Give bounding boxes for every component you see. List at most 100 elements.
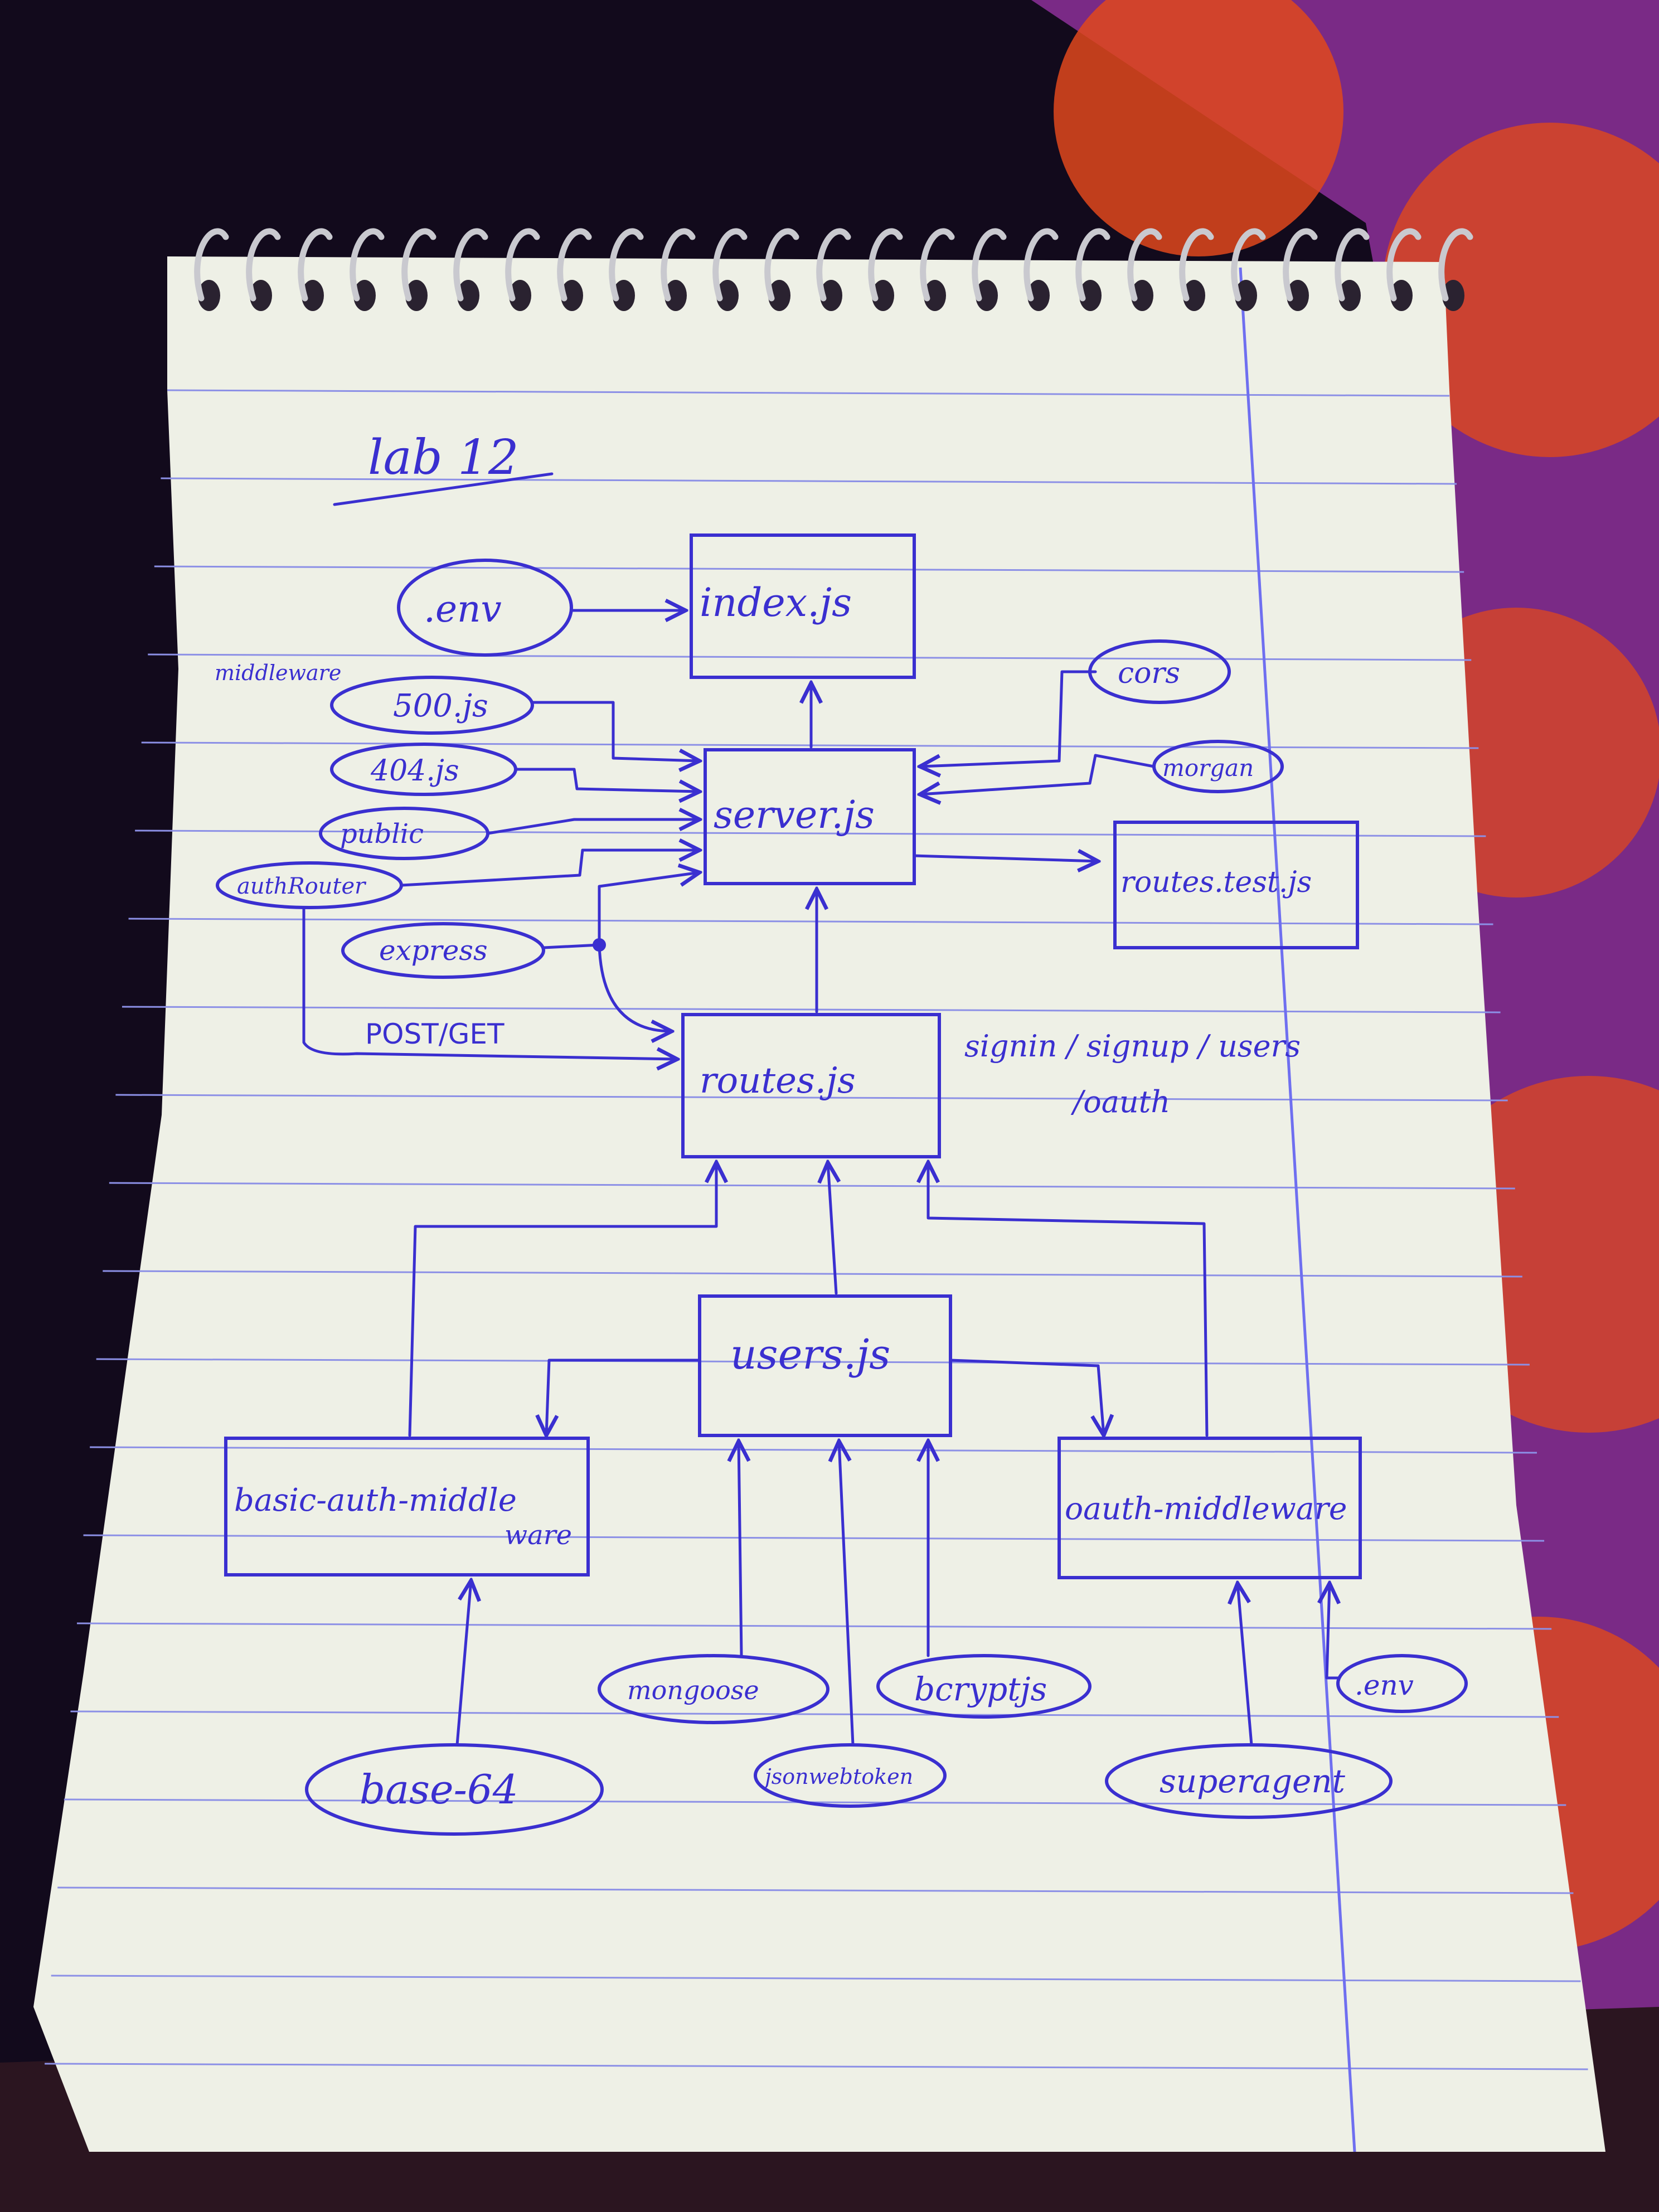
cors-oval: cors [1088, 639, 1231, 704]
spiral-ring [1127, 228, 1162, 302]
index-js-box: index.js [690, 533, 916, 679]
post-get-label: POST/GET [365, 1018, 505, 1050]
binding-hole [1287, 280, 1309, 311]
binding-hole [716, 280, 739, 311]
routes-endpoints-line-2: /oauth [1070, 1084, 1170, 1119]
morgan-label: morgan [1162, 754, 1254, 782]
spiral-ring [1075, 228, 1110, 302]
basic-auth-label-1: basic-auth-middle [234, 1482, 517, 1519]
binding-hole [1390, 280, 1413, 311]
mongoose-oval: mongoose [598, 1654, 830, 1724]
env-bottom-label: .env [1355, 1669, 1414, 1701]
basic-auth-label-2: ware [505, 1520, 572, 1551]
server-js-box: server.js [704, 748, 916, 885]
routes-js-label: routes.js [700, 1060, 856, 1102]
base64-label: base-64 [360, 1766, 518, 1813]
spiral-ring [1283, 228, 1318, 302]
spiral-ring [453, 228, 488, 302]
binding-hole [1131, 280, 1153, 311]
title-underline [333, 472, 554, 506]
ruled-lines [45, 389, 1588, 2070]
ruled-line [83, 1534, 1545, 1542]
routes-test-js-label: routes.test.js [1120, 866, 1312, 899]
ruled-line [109, 1182, 1515, 1190]
margin-line [1239, 267, 1356, 2152]
jsonwebtoken-oval: jsonwebtoken [754, 1743, 947, 1808]
ruled-line [45, 2063, 1588, 2070]
ruled-line [154, 565, 1464, 573]
spiral-ring [1438, 228, 1473, 302]
bcryptjs-oval: bcryptjs [876, 1654, 1092, 1719]
routes-endpoints-line-1: signin / signup / users [964, 1029, 1301, 1064]
file-500-oval: 500.js [330, 676, 534, 735]
binding-hole [664, 280, 687, 311]
ruled-line [51, 1975, 1581, 1982]
binding-hole [1027, 280, 1050, 311]
binding-hole [613, 280, 635, 311]
superagent-label: superagent [1160, 1762, 1346, 1800]
spiral-ring [401, 228, 436, 302]
spiral-ring [1231, 228, 1266, 302]
binding-hole [457, 280, 479, 311]
spiral-ring [298, 228, 333, 302]
ruled-line [103, 1270, 1522, 1278]
superagent-oval: superagent [1105, 1743, 1393, 1819]
connectors [302, 610, 1338, 1747]
routes-js-box: routes.js [681, 1013, 941, 1158]
ruled-line [161, 477, 1457, 485]
binding-hole [509, 280, 531, 311]
env-bottom-oval: .env [1336, 1654, 1468, 1713]
binding-hole [353, 280, 376, 311]
file-500-label: 500.js [393, 688, 488, 724]
ruled-line [96, 1358, 1530, 1366]
spiral-ring [1386, 228, 1422, 302]
spiral-ring [712, 228, 748, 302]
oauth-middleware-box: oauth-middleware [1058, 1437, 1362, 1579]
spiral-ring [194, 228, 229, 302]
binding-hole [302, 280, 324, 311]
binding-hole [250, 280, 272, 311]
users-js-label: users.js [730, 1331, 890, 1379]
spiral-ring [661, 228, 696, 302]
file-404-label: 404.js [370, 754, 459, 788]
ruled-line [64, 1798, 1566, 1806]
spiral-ring [350, 228, 385, 302]
spiral-ring [246, 228, 281, 302]
spiral-ring [764, 228, 799, 302]
env-top-oval: .env [397, 559, 573, 657]
spiral-ring [868, 228, 903, 302]
express-oval: express [341, 922, 545, 979]
ruled-line [128, 918, 1493, 925]
binding-hole [976, 280, 998, 311]
middleware-label: middleware [215, 661, 341, 685]
ruled-line [135, 830, 1486, 837]
basic-auth-middleware-box: basic-auth-middle ware [224, 1437, 590, 1576]
spiral-ring [1023, 228, 1059, 302]
auth-router-oval: authRouter [216, 861, 403, 909]
jsonwebtoken-label: jsonwebtoken [761, 1764, 913, 1789]
binding-hole [924, 280, 946, 311]
routes-test-js-box: routes.test.js [1113, 821, 1359, 949]
ruled-line [148, 653, 1472, 661]
spiral-ring [920, 228, 955, 302]
index-js-label: index.js [700, 580, 852, 625]
spiral-ring [972, 228, 1007, 302]
spiral-binding [194, 228, 1473, 311]
auth-router-label: authRouter [237, 874, 367, 899]
oauth-middleware-label: oauth-middleware [1065, 1491, 1347, 1526]
binding-hole [768, 280, 790, 311]
users-js-box: users.js [698, 1294, 952, 1437]
server-js-label: server.js [714, 793, 875, 837]
binding-hole [1442, 280, 1464, 311]
spiral-ring [505, 228, 540, 302]
ruled-line [57, 1886, 1574, 1894]
spiral-ring [1179, 228, 1214, 302]
binding-hole [198, 280, 220, 311]
binding-hole [1235, 280, 1257, 311]
binding-hole [405, 280, 428, 311]
spiral-ring [557, 228, 592, 302]
spiral-ring [1335, 228, 1370, 302]
page-title: lab 12 [368, 430, 519, 486]
spiral-ring [816, 228, 851, 302]
